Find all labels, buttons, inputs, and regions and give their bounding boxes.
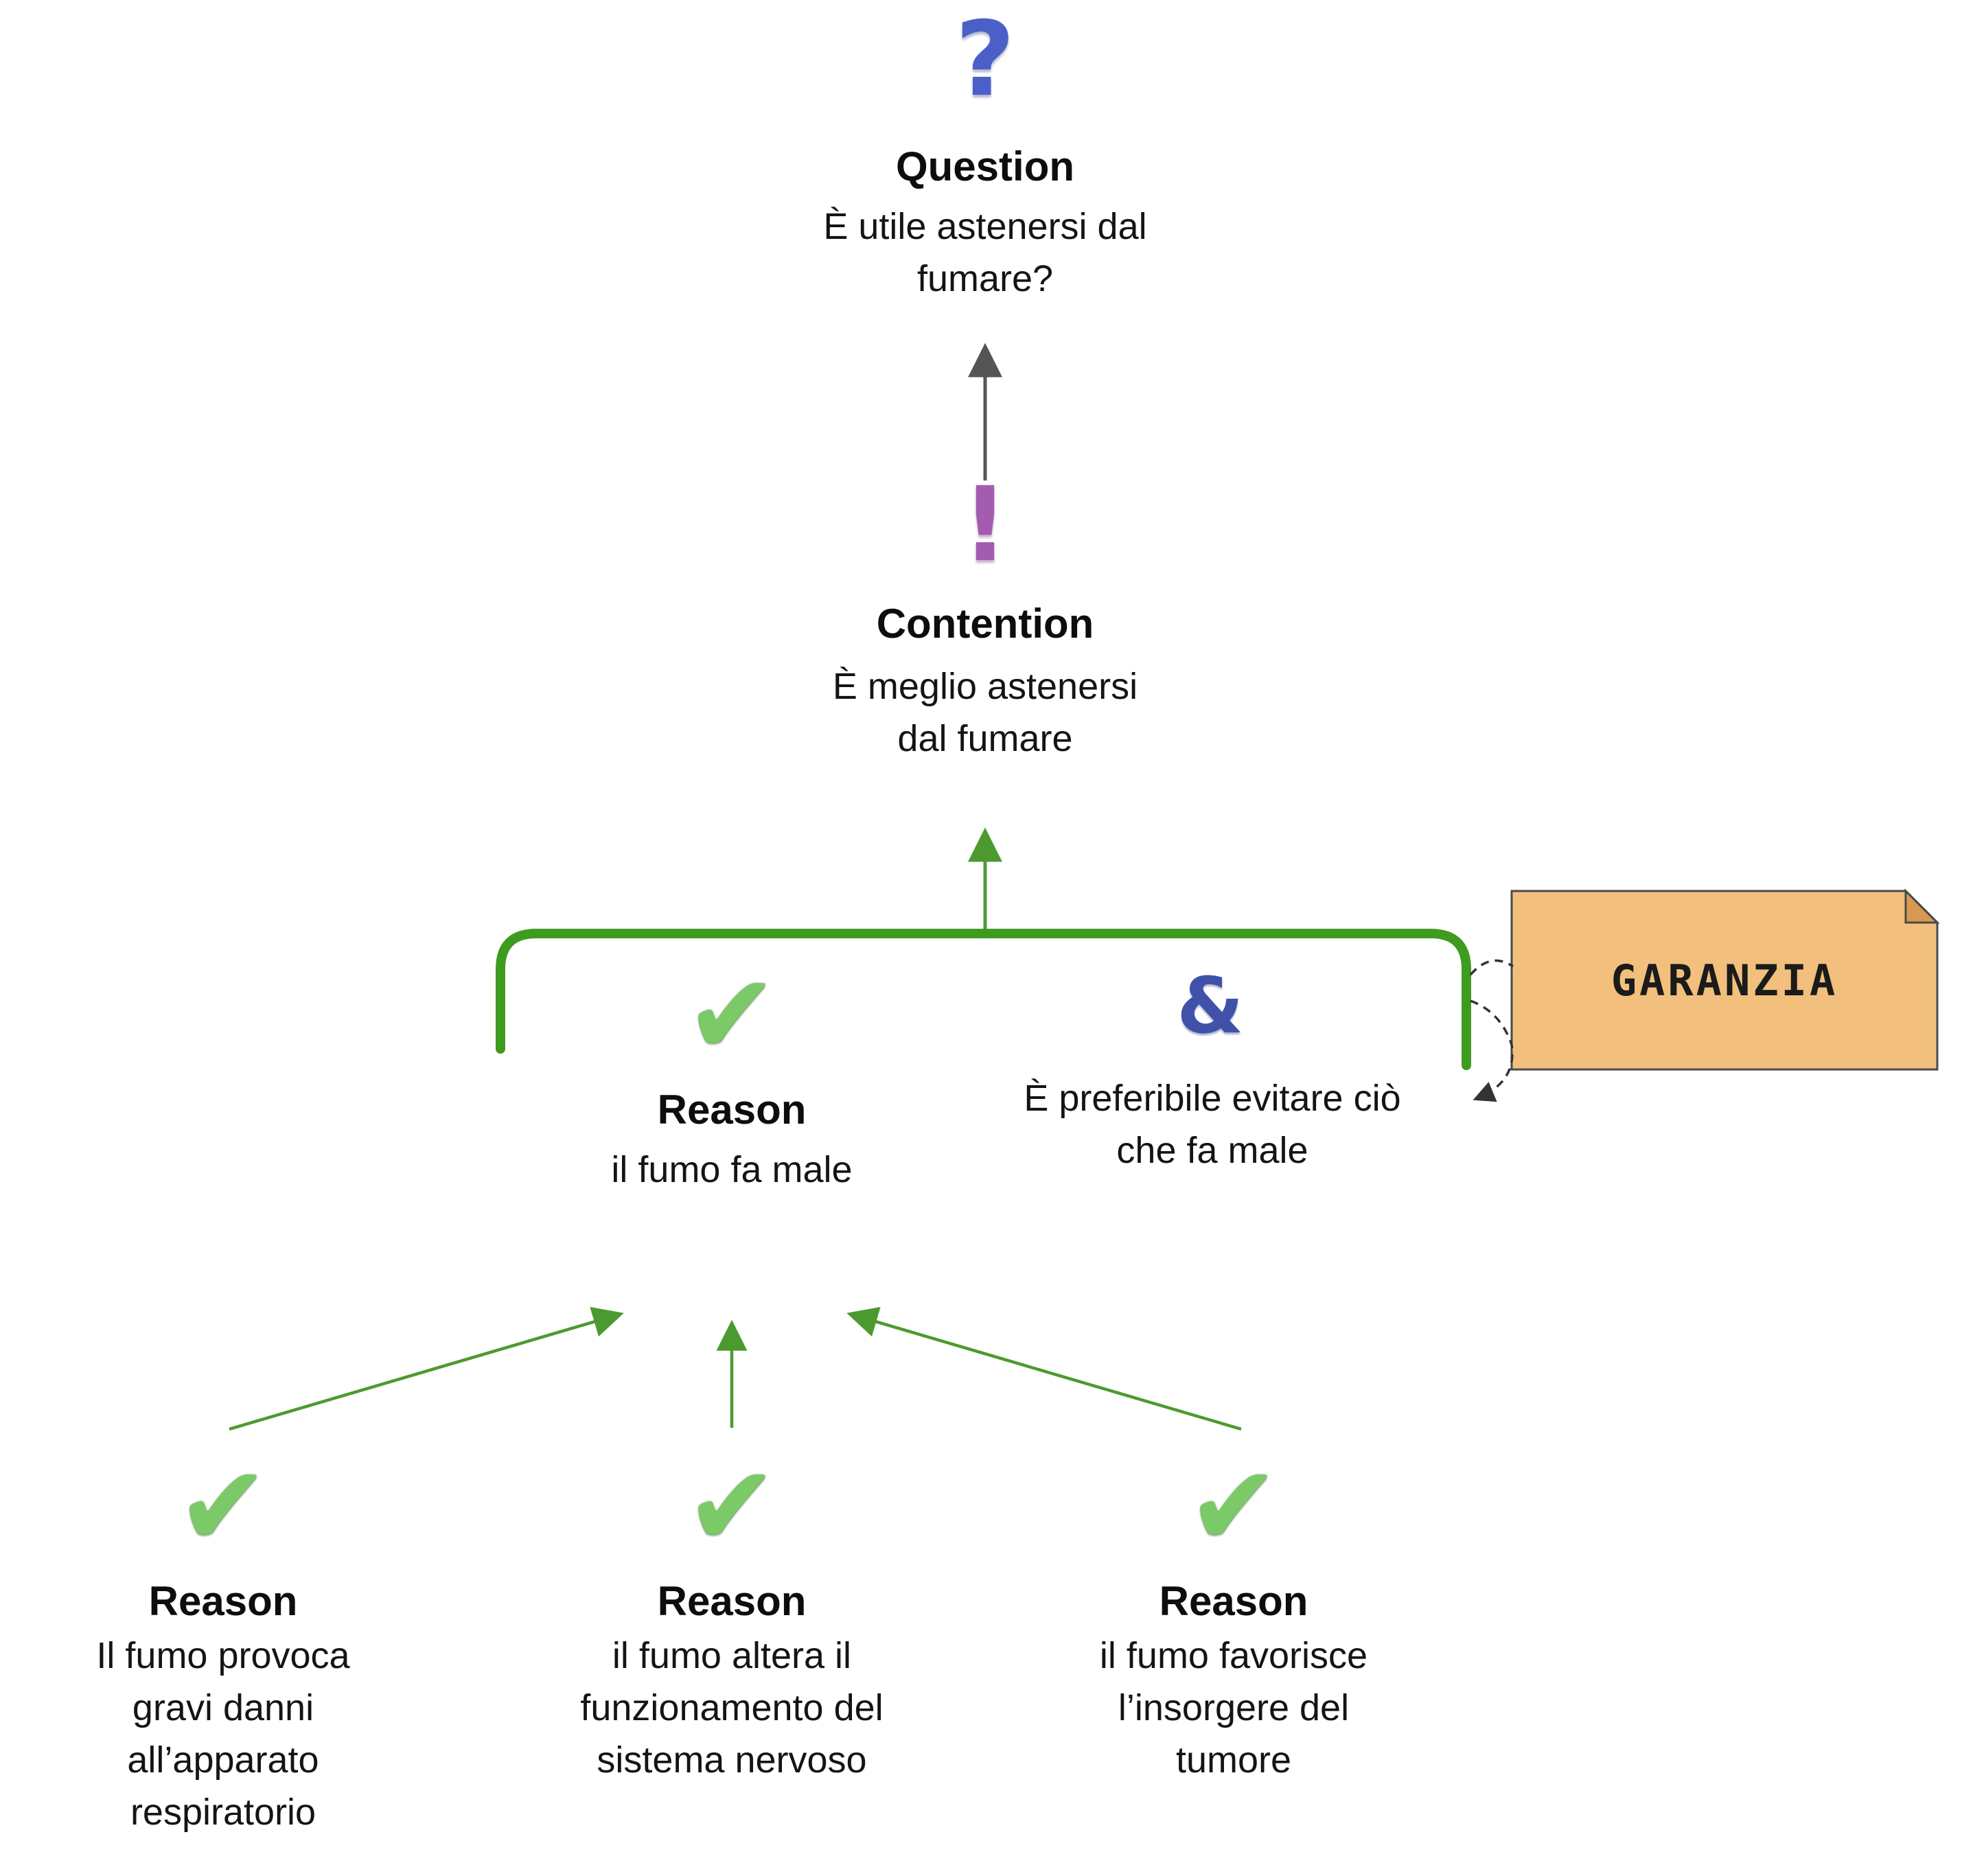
check-icon: ✔ [685,950,778,1078]
check-icon: ✔ [1187,1441,1280,1570]
sub-reason-1-node[interactable]: ✔ [154,1451,292,1561]
reason-group-bracket [496,929,1471,1070]
question-text[interactable]: È utile astenersi dal fumare? [823,206,1147,299]
ampersand-icon: & [1177,962,1244,1051]
question-mark-icon: ? [955,0,1015,119]
main-reason-text[interactable]: il fumo fa male [611,1149,853,1190]
check-icon: ✔ [176,1441,270,1570]
main-reason-label: Reason [657,1087,807,1133]
exclamation-icon: ! [961,465,1009,585]
contention-node[interactable]: ! [916,474,1054,577]
note-connector-dashed-bottom [1470,999,1514,1102]
sub-reason-3-label: Reason [1159,1578,1308,1624]
contention-text[interactable]: È meglio astenersi dal fumare [832,666,1138,759]
note-connector-dashed-top [1469,959,1514,976]
garanzia-note-fold [1904,888,1940,924]
question-node[interactable]: ? [916,8,1054,111]
sub-reason-3-text[interactable]: il fumo favorisce l’insorgere del tumore [1099,1635,1368,1781]
arrow-subreason-3 [846,1306,1242,1431]
garanzia-note-text[interactable]: GARANZIA [1611,956,1838,1006]
sub-reason-1-label: Reason [148,1578,298,1624]
sub-reason-3-node[interactable]: ✔ [1165,1451,1302,1561]
sub-reason-2-text[interactable]: il fumo altera il funzionamento del sist… [580,1635,884,1781]
warrant-node[interactable]: & [1142,968,1279,1045]
sub-reason-1-text[interactable]: Il fumo provoca gravi danni all’apparato… [96,1635,350,1833]
warrant-text[interactable]: È preferibile evitare ciò che fa male [1024,1078,1401,1171]
garanzia-note-shape[interactable] [1510,890,1939,1071]
sub-reason-2-label: Reason [657,1578,807,1624]
main-reason-node[interactable]: ✔ [663,960,800,1069]
contention-label: Contention [876,601,1094,647]
sub-reason-2-node[interactable]: ✔ [663,1451,800,1561]
question-label: Question [895,143,1074,189]
check-icon: ✔ [685,1441,778,1570]
arrow-subreason-1 [229,1306,624,1431]
